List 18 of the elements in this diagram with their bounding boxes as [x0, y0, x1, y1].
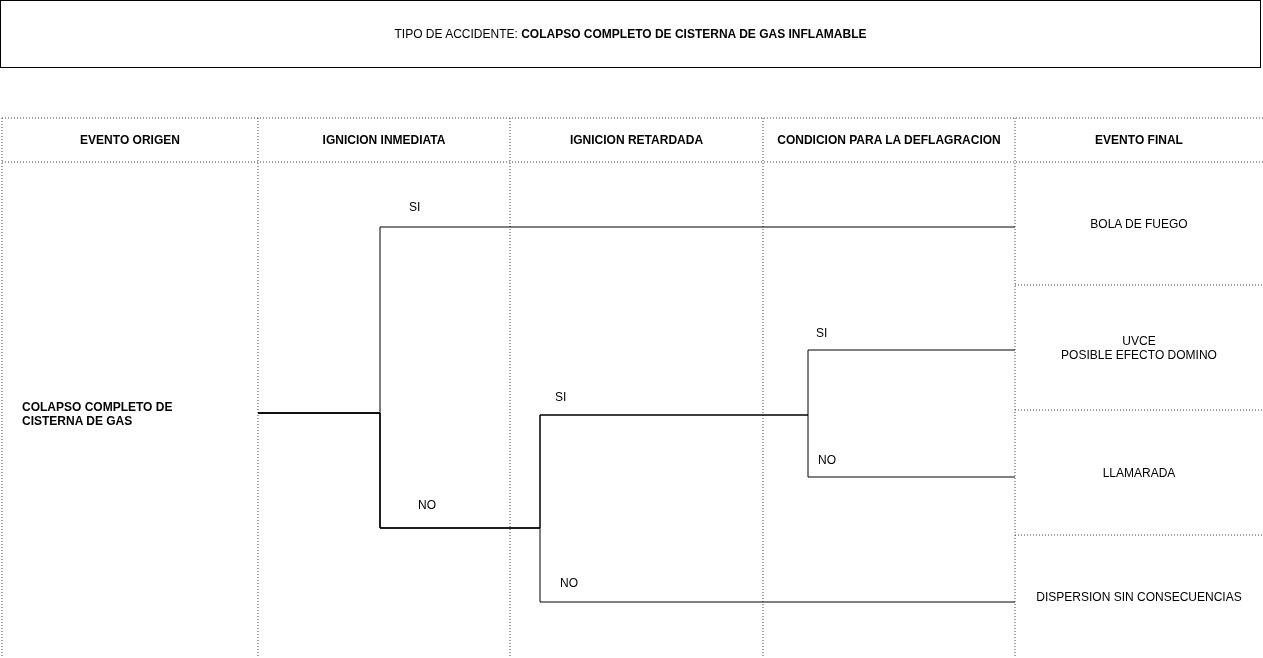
event-text: LLAMARADA	[1102, 466, 1176, 480]
branch-label: NO	[818, 453, 836, 467]
branch-label: NO	[418, 498, 436, 512]
branch-label: SI	[555, 390, 567, 404]
column-header: EVENTO ORIGEN	[79, 132, 181, 149]
event-text: UVCE	[1122, 334, 1156, 348]
event-text: DISPERSION SIN CONSECUENCIAS	[1036, 590, 1242, 604]
branch-label: SI	[816, 326, 828, 340]
event-text: BOLA DE FUEGO	[1090, 217, 1188, 231]
branch-label: SI	[409, 200, 421, 214]
column-header: EVENTO FINAL	[1094, 132, 1184, 149]
branch-label: NO	[560, 576, 578, 590]
diagram-title: TIPO DE ACCIDENTE: COLAPSO COMPLETO DE CISTERNA DE GAS INFLAMABLE	[393, 27, 868, 41]
event-text: POSIBLE EFECTO DOMINO	[1061, 348, 1217, 362]
branch-line	[257, 412, 1016, 603]
column-header: IGNICION RETARDADA	[568, 132, 705, 149]
column-header: IGNICION INMEDIATA	[321, 132, 447, 149]
column-header: CONDICION PARA LA DEFLAGRACION	[776, 132, 1002, 149]
